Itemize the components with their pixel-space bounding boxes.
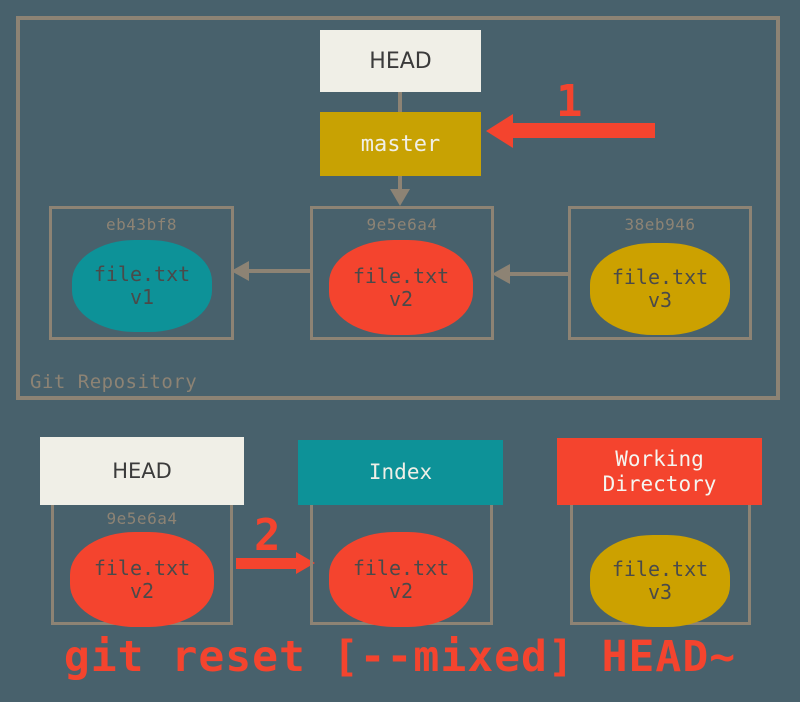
- area-header-wd-label-line1: Working: [615, 447, 704, 472]
- blob-filename-v1: file.txt: [93, 262, 191, 286]
- head-pointer-box: HEAD: [320, 30, 481, 92]
- area-header-wd-label-line2: Directory: [602, 471, 717, 496]
- area-header-head: HEAD: [40, 437, 244, 505]
- area-head-blob-version: v2: [129, 578, 155, 603]
- step-1-arrow-shaft: [512, 123, 655, 138]
- commit-blob-v3: file.txt v3: [590, 243, 730, 335]
- head-to-master-line: [398, 92, 402, 114]
- area-header-working-directory: Working Directory: [557, 438, 762, 505]
- area-head-sha: 9e5e6a4: [106, 509, 178, 528]
- commit-link-arrowhead-2: [492, 264, 510, 284]
- step-2-number: 2: [254, 510, 281, 561]
- area-header-index-label: Index: [368, 460, 433, 485]
- area-header-index: Index: [298, 440, 503, 505]
- area-head-blob-filename: file.txt: [93, 555, 191, 580]
- blob-filename-v2: file.txt: [352, 263, 450, 288]
- commit-sha-9e5e6a4: 9e5e6a4: [366, 215, 438, 234]
- area-wd-blob: file.txt v3: [590, 535, 730, 627]
- commit-box-38eb946: 38eb946: [568, 206, 752, 340]
- blob-version-v1: v1: [129, 285, 155, 309]
- command-caption: git reset [--mixed] HEAD~: [63, 632, 737, 682]
- commit-link-line-1: [248, 269, 310, 273]
- step-1-arrowhead: [486, 114, 513, 148]
- area-index-blob-filename: file.txt: [352, 555, 450, 580]
- commit-blob-v1: file.txt v1: [72, 240, 212, 332]
- commit-sha-38eb946: 38eb946: [624, 215, 696, 234]
- area-index-blob-version: v2: [388, 578, 414, 603]
- master-to-commit-line: [398, 176, 402, 194]
- blob-version-v2: v2: [388, 286, 414, 311]
- area-wd-blob-filename: file.txt: [611, 557, 709, 581]
- area-header-head-label: HEAD: [112, 458, 172, 483]
- step-2-arrow-shaft: [236, 558, 298, 569]
- step-1-number: 1: [556, 76, 583, 127]
- commit-link-arrowhead-1: [231, 261, 249, 281]
- area-index-blob: file.txt v2: [329, 532, 473, 627]
- master-pointer-box: master: [320, 112, 481, 176]
- git-repository-frame: [16, 16, 780, 400]
- commit-link-line-2: [509, 272, 569, 276]
- blob-version-v3: v3: [647, 288, 673, 312]
- commit-sha-eb43bf8: eb43bf8: [106, 215, 177, 234]
- area-wd-blob-version: v3: [647, 580, 673, 604]
- git-repository-label: Git Repository: [30, 371, 198, 393]
- commit-blob-v2: file.txt v2: [329, 240, 473, 335]
- blob-filename-v3: file.txt: [611, 265, 709, 289]
- master-to-commit-arrowhead: [390, 189, 410, 206]
- head-pointer-label: HEAD: [369, 48, 432, 74]
- area-head-blob: file.txt v2: [70, 532, 214, 627]
- master-pointer-label: master: [360, 131, 441, 157]
